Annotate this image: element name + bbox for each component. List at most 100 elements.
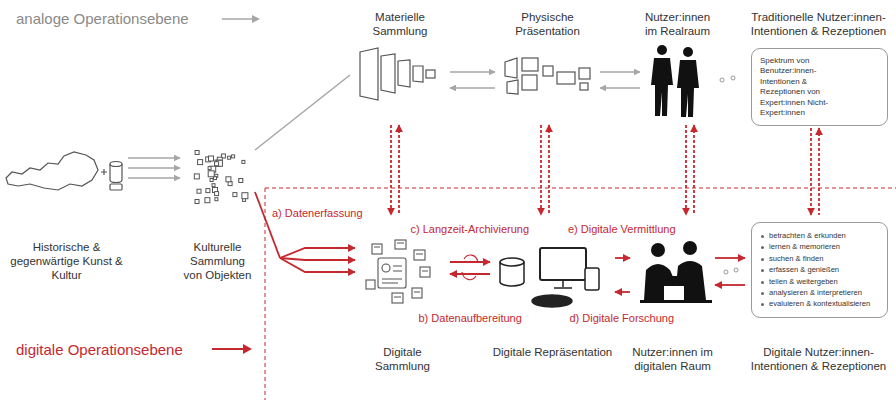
object-square	[210, 179, 213, 182]
bullet-dot	[761, 235, 764, 238]
edge-label: a) Datenerfassung	[270, 206, 365, 220]
digital-collection-icon	[366, 240, 430, 303]
list-item: evaluieren & kontextualisieren	[760, 298, 879, 309]
level-label: digitale Operationsebene	[14, 341, 185, 359]
connector	[391, 125, 399, 215]
info-text: Spektrum von Benutzer:innen-Intentionen …	[760, 56, 848, 118]
object-square	[194, 174, 199, 179]
stage-node: Digitale Sammlung	[355, 215, 450, 375]
connector-line	[398, 125, 400, 215]
object-square	[208, 167, 211, 170]
object-square	[232, 155, 235, 158]
connector-line	[540, 125, 542, 215]
connector-line	[715, 257, 745, 259]
list-text: erfassen & genießen	[769, 265, 839, 274]
object-square	[209, 156, 214, 161]
stage-caption: Materielle Sammlung	[350, 10, 450, 38]
connector-line	[128, 177, 180, 179]
connector-line	[280, 258, 355, 260]
connector-line	[450, 71, 495, 73]
stage-node: Nutzer:innen im Realraum	[640, 10, 715, 125]
info-box: betrachten & erkundenlernen & memorieren…	[751, 222, 888, 318]
edge-label: e) Digitale Vermittlung	[566, 222, 678, 236]
connector-line	[810, 128, 812, 215]
separator-line	[265, 188, 896, 400]
list-text: evaluieren & kontextualisieren	[769, 299, 870, 308]
object-square	[197, 189, 201, 193]
stage-node: Physische Präsentation	[495, 10, 600, 125]
object-square	[195, 200, 199, 204]
visitors-silhouette	[651, 45, 699, 117]
connector	[615, 258, 630, 292]
stage-caption: Digitale Repräsentation	[490, 345, 615, 359]
object-square	[198, 160, 203, 165]
object-square	[195, 151, 199, 155]
connector-line	[450, 87, 495, 89]
connector-line	[600, 71, 640, 73]
connector-line	[450, 273, 490, 275]
object-square	[233, 193, 237, 197]
bullet-dot	[761, 292, 764, 295]
stage-caption: Kulturelle Sammlung von Objekten	[180, 240, 255, 282]
connector-line	[255, 75, 350, 150]
info-box: Spektrum von Benutzer:innen-Intentionen …	[751, 48, 888, 126]
connector	[811, 128, 819, 215]
connector	[128, 158, 180, 178]
bullet-dot	[761, 281, 764, 284]
stage-caption: Physische Präsentation	[495, 10, 600, 38]
stage-caption: Digitale Nutzer:innen-Intentionen & Reze…	[745, 345, 892, 373]
stage-caption: Historische & gegenwärtige Kunst & Kultu…	[5, 240, 128, 282]
stage-caption: Traditionelle Nutzer:innen-Intentionen &…	[745, 10, 892, 38]
dots	[720, 76, 738, 274]
object-square	[242, 193, 248, 199]
object-square	[228, 156, 231, 159]
connector-line	[693, 125, 695, 215]
connector	[686, 125, 694, 215]
object-square	[212, 184, 215, 187]
bullet-dot	[761, 246, 764, 249]
connector-line	[255, 192, 280, 258]
object-square	[215, 162, 219, 166]
connector-line	[280, 248, 355, 258]
process-label: d) Digitale Forschung	[568, 311, 677, 325]
connector-line	[818, 128, 820, 215]
stage-node: Digitale Repräsentation	[490, 215, 615, 365]
object-square	[206, 189, 210, 193]
reception-node: Traditionelle Nutzer:innen-Intentionen &…	[745, 10, 892, 128]
connector	[600, 72, 640, 88]
stage-caption: Nutzer:innen im digitalen Raum	[630, 345, 715, 373]
connector-line	[600, 87, 640, 89]
connector	[450, 72, 495, 88]
level-label: analoge Operationsebene	[14, 10, 191, 28]
connector	[715, 258, 745, 285]
connector-line	[548, 125, 550, 215]
connector-line	[715, 284, 745, 286]
list-item: betrachten & erkunden	[760, 230, 879, 241]
austria-map	[6, 152, 122, 190]
rotate-icon	[462, 255, 478, 280]
list-text: betrachten & erkunden	[769, 231, 846, 240]
source-node: Historische & gegenwärtige Kunst & Kultu…	[5, 140, 128, 284]
collection-node: Kulturelle Sammlung von Objekten	[180, 140, 255, 284]
bullet-dot	[761, 303, 764, 306]
stage-node: Materielle Sammlung	[350, 10, 450, 125]
connector-line	[128, 157, 180, 159]
connector-line	[615, 257, 630, 259]
object-square	[226, 177, 231, 182]
stage-caption: Digitale Sammlung	[355, 345, 450, 373]
list-text: suchen & finden	[769, 254, 823, 263]
object-square	[242, 160, 245, 163]
object-square	[205, 198, 210, 203]
presentation-icon	[505, 58, 590, 94]
connector-line	[390, 125, 392, 215]
connector	[255, 192, 355, 272]
connector-line	[685, 125, 687, 215]
object-square	[208, 171, 214, 177]
list-item: teilen & weitergeben	[760, 276, 879, 287]
material-collection-icon	[360, 48, 435, 100]
stage-caption: Nutzer:innen im Realraum	[640, 10, 715, 38]
object-cloud	[194, 151, 248, 204]
stage-node: Nutzer:innen im digitalen Raum	[630, 215, 715, 375]
list-text: analysieren & interpretieren	[769, 288, 862, 297]
